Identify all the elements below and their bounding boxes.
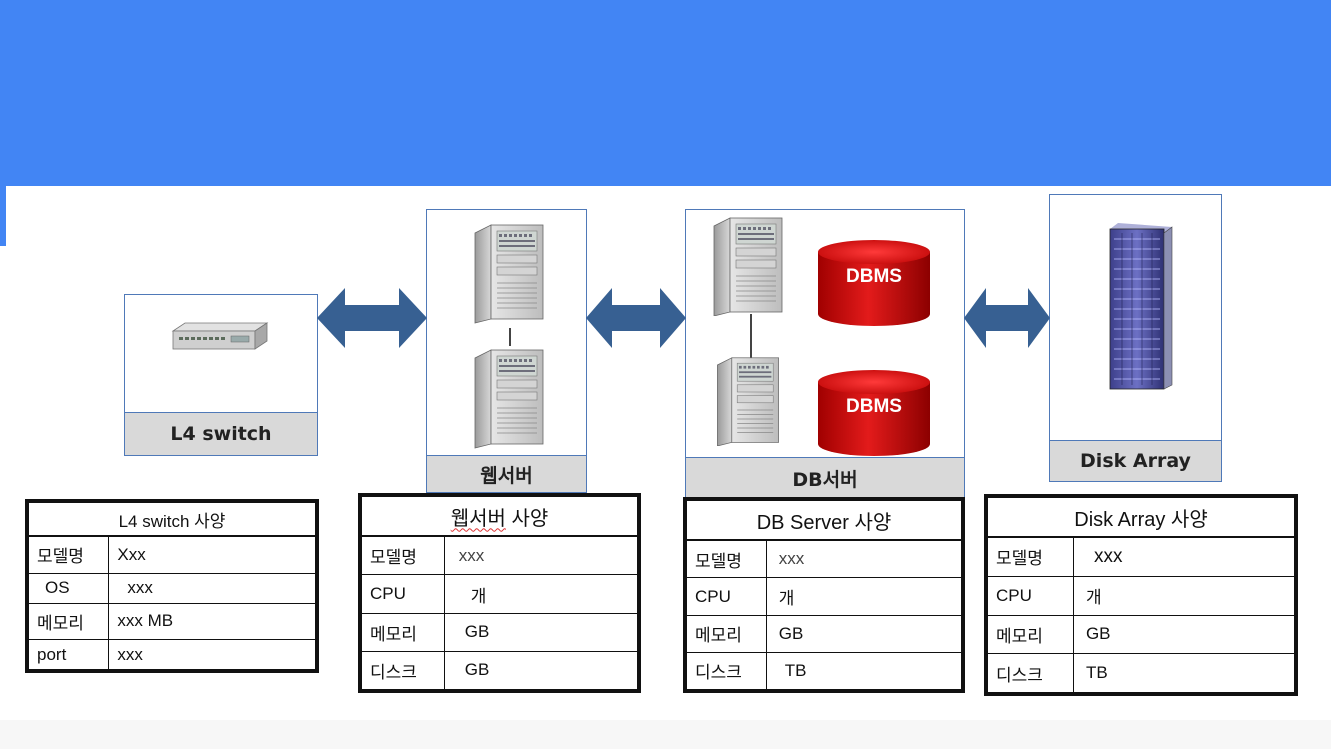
spec-key: 메모리	[686, 614, 767, 653]
disk-array-rack-icon	[1109, 223, 1173, 390]
web-server-node: 웹서버	[426, 209, 587, 493]
dbms-label: DBMS	[846, 266, 902, 287]
spec-value: GB	[443, 650, 639, 691]
spec-title: 웹서버 사양	[361, 496, 638, 537]
spec-key: 메모리	[987, 614, 1074, 655]
spec-key: CPU	[686, 577, 767, 616]
spec-key: OS	[27, 572, 110, 604]
spec-value: xxx	[443, 535, 639, 576]
spec-value: GB	[1072, 614, 1296, 655]
spec-key: CPU	[361, 574, 445, 614]
switch-icon	[171, 322, 269, 350]
spec-key: 디스크	[686, 651, 767, 691]
connector-line	[750, 314, 752, 358]
server-tower-icon	[713, 217, 783, 316]
spec-title: L4 switch 사양	[28, 502, 316, 537]
node-caption: Disk Array	[1050, 440, 1221, 481]
spec-title-main: 웹서버	[450, 507, 506, 530]
spec-value: 개	[765, 577, 963, 616]
node-caption: L4 switch	[125, 412, 317, 455]
double-arrow-icon	[964, 288, 1050, 348]
disk-array-node: Disk Array	[1049, 194, 1222, 482]
double-arrow-icon	[586, 288, 686, 348]
spec-key: 모델명	[987, 536, 1074, 577]
spec-value: GB	[443, 612, 639, 652]
node-caption: 웹서버	[427, 455, 586, 492]
spec-value: GB	[765, 614, 963, 653]
spec-title-suffix: 사양	[505, 507, 549, 530]
connector-line	[509, 328, 511, 346]
spec-key: 디스크	[361, 650, 445, 691]
spec-key: 디스크	[987, 653, 1074, 693]
database-cylinder-icon: DBMS	[814, 238, 934, 328]
node-caption: DB서버	[686, 457, 964, 498]
spec-value: 개	[1072, 575, 1296, 616]
server-tower-icon	[474, 349, 544, 449]
server-tower-icon	[474, 224, 544, 324]
spec-value: TB	[1072, 653, 1296, 693]
spec-value: xxx	[108, 572, 316, 604]
spec-key: 모델명	[361, 535, 445, 576]
double-arrow-icon	[317, 288, 427, 348]
spec-value: xxx MB	[108, 602, 316, 641]
spec-key: CPU	[987, 575, 1074, 616]
title-banner	[0, 0, 1331, 186]
spec-value: 개	[443, 574, 639, 614]
spec-key: port	[27, 639, 110, 670]
spec-value: xxx	[108, 639, 316, 670]
dbms-label: DBMS	[846, 396, 902, 417]
spec-value: xxx	[1072, 536, 1296, 577]
spec-value: Xxx	[108, 535, 316, 574]
spec-value: TB	[765, 651, 963, 691]
l4-switch-node: L4 switch	[124, 294, 318, 456]
spec-key: 메모리	[27, 602, 110, 641]
spec-title: DB Server 사양	[686, 500, 962, 541]
database-cylinder-icon: DBMS	[814, 368, 934, 458]
spec-value: xxx	[765, 539, 963, 579]
server-tower-icon	[716, 357, 780, 446]
spec-key: 메모리	[361, 612, 445, 652]
banner-notch	[0, 186, 6, 246]
db-server-node: DBMS DBMS DB서버	[685, 209, 965, 499]
spec-key: 모델명	[27, 535, 110, 574]
spec-key: 모델명	[686, 539, 767, 579]
spec-title: Disk Array 사양	[987, 497, 1295, 538]
